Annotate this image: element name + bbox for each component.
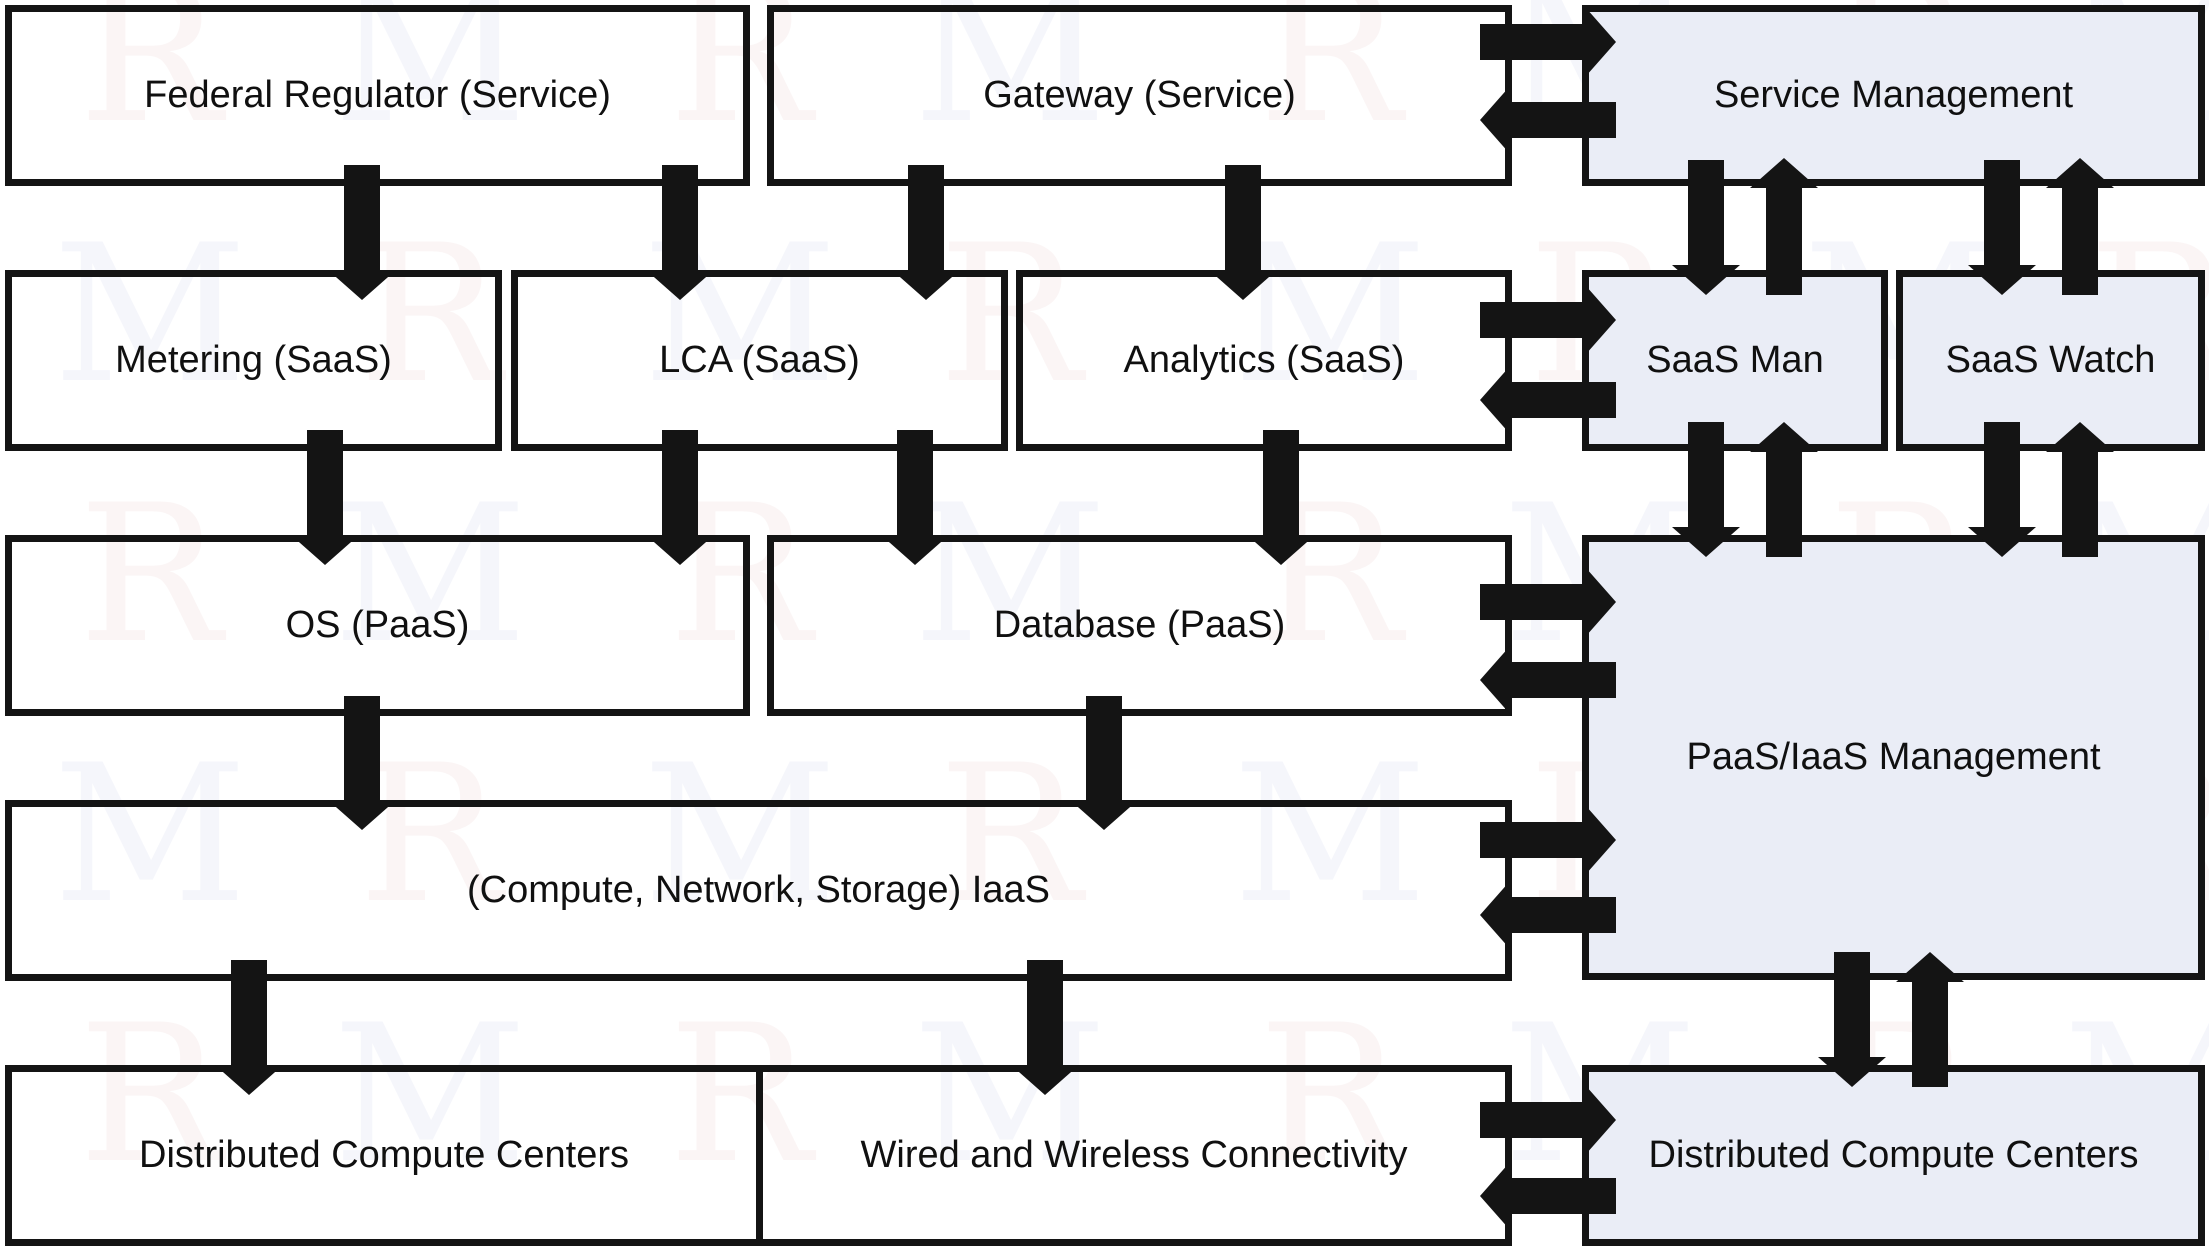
watermark-letter: M — [53, 204, 248, 425]
watermark-letter: M — [1233, 204, 1428, 425]
arrow-saas-watch-to-service-mgmt — [2046, 158, 2114, 295]
watermark-letter: R — [938, 204, 1086, 425]
arrow-gateway-to-lca — [892, 165, 960, 300]
arrow-saas-watch-to-paas-mgmt — [1968, 422, 2036, 557]
arrow-federal-to-lca — [646, 165, 714, 300]
watermark-letter: M — [913, 0, 1108, 165]
watermark-letter: R — [78, 464, 226, 685]
watermark-letter: R — [938, 724, 1086, 945]
watermark-letter: M — [643, 724, 838, 945]
watermark-letter: R — [668, 0, 816, 165]
arrow-right-database-paas-mgmt — [1480, 568, 1616, 636]
arrow-os-to-iaas — [328, 696, 396, 830]
arrow-metering-to-os — [291, 430, 359, 565]
watermark-letter: M — [333, 464, 528, 685]
arrow-saas-man-to-service-mgmt — [1750, 158, 1818, 295]
arrow-paas-mgmt-to-saas-watch — [2046, 422, 2114, 557]
arrow-right-gateway-service-mgmt — [1480, 8, 1616, 76]
arrow-service-mgmt-to-saas-watch — [1968, 160, 2036, 295]
arrow-distributed-mgmt-to-paas-mgmt — [1896, 952, 1964, 1087]
arrow-database-to-iaas — [1070, 696, 1138, 830]
arrow-right-analytics-saas-man — [1480, 286, 1616, 354]
arrow-left-database-paas-mgmt — [1480, 646, 1616, 714]
watermark-letter: R — [358, 724, 506, 945]
arrow-iaas-to-distributed-compute — [215, 960, 283, 1095]
arrow-gateway-to-analytics — [1209, 165, 1277, 300]
arrow-iaas-to-wired-wireless — [1011, 960, 1079, 1095]
watermark-letter: M — [333, 984, 528, 1205]
arrow-left-analytics-saas-man — [1480, 366, 1616, 434]
arrow-left-gateway-service-mgmt — [1480, 86, 1616, 154]
watermark-letter: M — [1233, 724, 1428, 945]
arrow-lca-to-os — [646, 430, 714, 565]
arrow-left-iaas-paas-mgmt — [1480, 881, 1616, 949]
watermark-letter: R — [668, 984, 816, 1205]
arrow-lca-to-database — [881, 430, 949, 565]
watermark-letter: R — [78, 0, 226, 165]
watermark-letter: M — [53, 724, 248, 945]
watermark-letter: M — [913, 984, 1108, 1205]
watermark-letter: M — [913, 464, 1108, 685]
arrow-left-wired-distributed-mgmt — [1480, 1162, 1616, 1230]
arrow-right-iaas-paas-mgmt — [1480, 806, 1616, 874]
arrow-paas-mgmt-to-saas-man — [1750, 422, 1818, 557]
watermark-letter: M — [333, 0, 528, 165]
arrow-right-wired-distributed-mgmt — [1480, 1086, 1616, 1154]
watermark-letter: R — [1258, 0, 1406, 165]
arrow-service-mgmt-to-saas-man — [1672, 160, 1740, 295]
arrow-paas-mgmt-to-distributed-mgmt — [1818, 952, 1886, 1087]
watermark-letter: R — [1258, 984, 1406, 1205]
arrow-federal-to-metering — [328, 165, 396, 300]
arrow-saas-man-to-paas-mgmt — [1672, 422, 1740, 557]
watermark-letter: R — [358, 204, 506, 425]
watermark-letter: R — [78, 984, 226, 1205]
arrow-analytics-to-database — [1247, 430, 1315, 565]
